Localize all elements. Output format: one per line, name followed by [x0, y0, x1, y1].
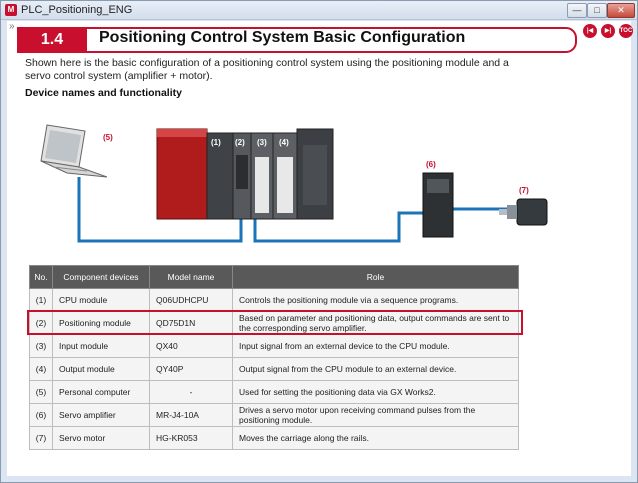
title-bar: M PLC_Positioning_ENG — □ ✕: [1, 1, 637, 20]
servo-motor-icon: [499, 198, 548, 226]
cell-role: Controls the positioning module via a se…: [232, 288, 519, 312]
cell-no: (4): [29, 357, 53, 381]
cell-model: QX40: [149, 334, 233, 358]
laptop-icon: [40, 124, 108, 178]
cell-model: QY40P: [149, 357, 233, 381]
pc-cable: [77, 177, 243, 243]
close-button[interactable]: ✕: [607, 3, 635, 18]
cell-component: Positioning module: [52, 311, 150, 335]
header-role: Role: [232, 265, 519, 289]
window-title: PLC_Positioning_ENG: [21, 4, 133, 16]
section-header-band: [17, 27, 577, 53]
label-pc: (5): [103, 133, 113, 142]
nav-first-button[interactable]: |◀: [583, 24, 597, 38]
cell-model: -: [149, 380, 233, 404]
cell-model: HG-KR053: [149, 426, 233, 450]
table-row: (2) Positioning module QD75D1N Based on …: [29, 311, 519, 335]
nav-toc-button[interactable]: TOC: [619, 24, 633, 38]
table-row: (7) Servo motor HG-KR053 Moves the carri…: [29, 426, 519, 450]
cell-no: (7): [29, 426, 53, 450]
cell-role: Output signal from the CPU module to an …: [232, 357, 519, 381]
intro-text: Shown here is the basic configuration of…: [25, 57, 509, 82]
cell-model: MR-J4-10A: [149, 403, 233, 427]
cell-no: (5): [29, 380, 53, 404]
slide-content: » 1.4 Positioning Control System Basic C…: [7, 21, 633, 476]
subheading: Device names and functionality: [25, 87, 182, 99]
cell-component: Output module: [52, 357, 150, 381]
cell-component: CPU module: [52, 288, 150, 312]
cell-role: Based on parameter and positioning data,…: [232, 311, 519, 335]
maximize-button[interactable]: □: [587, 3, 607, 18]
cell-role: Drives a servo motor upon receiving comm…: [232, 403, 519, 427]
table-row: (6) Servo amplifier MR-J4-10A Drives a s…: [29, 403, 519, 427]
cell-no: (3): [29, 334, 53, 358]
expand-arrow-icon[interactable]: »: [9, 21, 15, 32]
cell-component: Personal computer: [52, 380, 150, 404]
table-header-row: No. Component devices Model name Role: [29, 265, 519, 289]
label-positioning: (2): [235, 138, 245, 147]
header-model: Model name: [149, 265, 233, 289]
table-row: (4) Output module QY40P Output signal fr…: [29, 357, 519, 381]
label-amplifier: (6): [426, 160, 436, 169]
cell-no: (1): [29, 288, 53, 312]
app-icon: M: [5, 4, 17, 16]
cell-role: Input signal from an external device to …: [232, 334, 519, 358]
label-output: (4): [279, 138, 289, 147]
cell-model: Q06UDHCPU: [149, 288, 233, 312]
cell-no: (6): [29, 403, 53, 427]
cell-component: Input module: [52, 334, 150, 358]
power-supply-module: [156, 128, 208, 220]
table-row: (1) CPU module Q06UDHCPU Controls the po…: [29, 288, 519, 312]
amplifier-cable: [253, 211, 423, 243]
minimize-button[interactable]: —: [567, 3, 587, 18]
table-row: (5) Personal computer - Used for setting…: [29, 380, 519, 404]
label-input: (3): [257, 138, 267, 147]
label-cpu: (1): [211, 138, 221, 147]
cell-component: Servo motor: [52, 426, 150, 450]
cell-no: (2): [29, 311, 53, 335]
table-row: (3) Input module QX40 Input signal from …: [29, 334, 519, 358]
components-table: No. Component devices Model name Role (1…: [29, 265, 519, 450]
cell-component: Servo amplifier: [52, 403, 150, 427]
cell-model: QD75D1N: [149, 311, 233, 335]
plc-rack: [156, 128, 334, 220]
header-no: No.: [29, 265, 53, 289]
nav-last-button[interactable]: ▶|: [601, 24, 615, 38]
section-title: Positioning Control System Basic Configu…: [99, 29, 466, 46]
configuration-diagram: (5) (1) (2) (3) (4) (6) (7): [40, 124, 548, 243]
header-component: Component devices: [52, 265, 150, 289]
cell-role: Used for setting the positioning data vi…: [232, 380, 519, 404]
cell-role: Moves the carriage along the rails.: [232, 426, 519, 450]
label-motor: (7): [519, 186, 529, 195]
section-number: 1.4: [17, 27, 87, 53]
